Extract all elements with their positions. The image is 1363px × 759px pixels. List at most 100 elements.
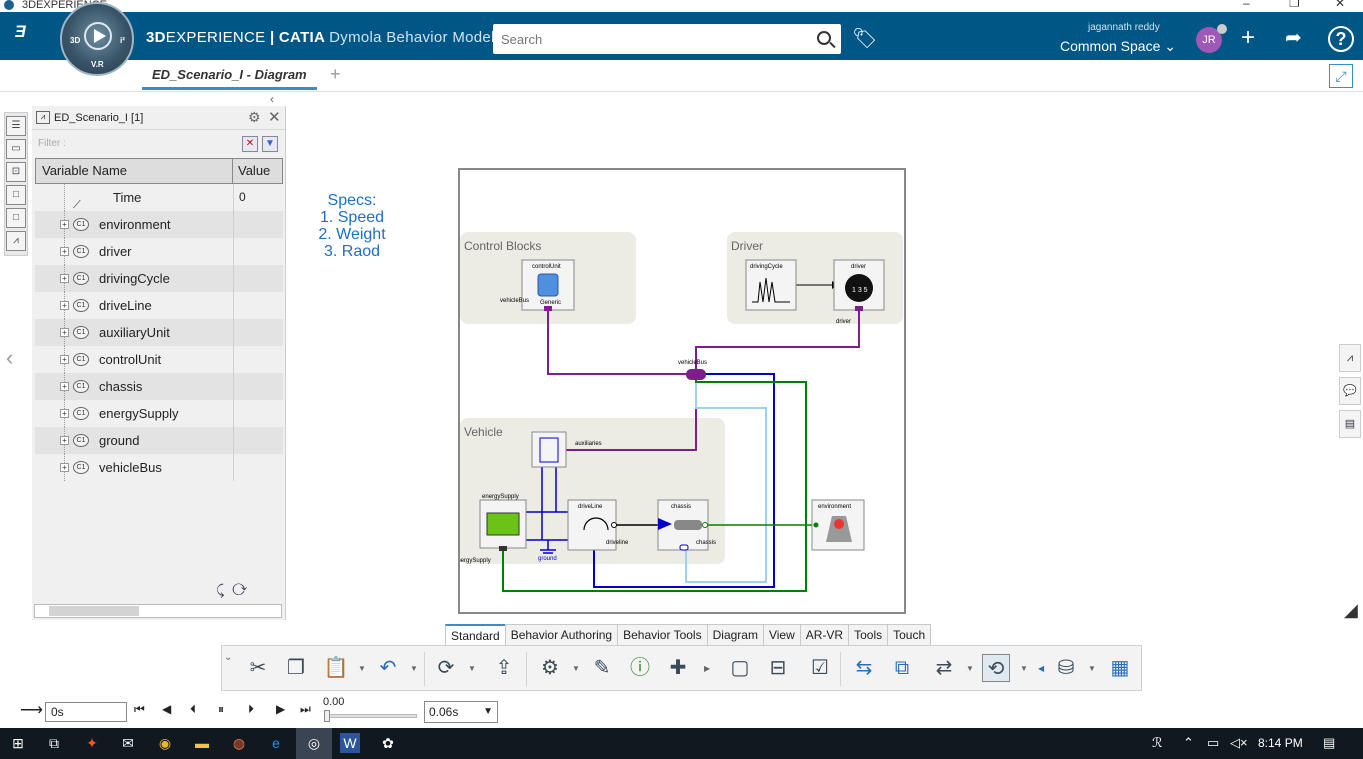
expand-icon[interactable]: +: [60, 436, 69, 445]
collapse-action-bar-icon[interactable]: ⌄: [224, 652, 233, 663]
align-icon[interactable]: ⧉: [894, 657, 910, 679]
people-icon[interactable]: ℛ: [1152, 735, 1163, 750]
diagram-canvas[interactable]: Control Blocks Driver Vehicle controlUni…: [458, 168, 906, 614]
chevron-down-icon[interactable]: ▼: [572, 664, 580, 673]
current-time-field[interactable]: 0s: [45, 702, 127, 722]
block-icon[interactable]: ⊟: [769, 657, 787, 679]
search-icon[interactable]: [817, 31, 831, 45]
info-icon[interactable]: ⓘ: [630, 657, 650, 679]
gear-icon[interactable]: ⚙: [248, 109, 261, 125]
folder-icon[interactable]: ▬: [195, 735, 209, 751]
firefox-icon[interactable]: ◍: [232, 735, 246, 751]
tab-view[interactable]: View: [762, 624, 801, 646]
paste-icon[interactable]: 📋: [323, 657, 349, 679]
collaborative-space-selector[interactable]: Common Space ⌄: [1060, 38, 1177, 54]
component-icon[interactable]: □: [6, 185, 26, 205]
filter-input[interactable]: [72, 134, 240, 152]
chevron-down-icon[interactable]: ▼: [966, 664, 974, 673]
chevron-down-icon[interactable]: ▼: [1020, 664, 1028, 673]
variables-icon[interactable]: ⊡: [6, 162, 26, 182]
mail-icon[interactable]: ✉: [122, 735, 134, 751]
network-icon[interactable]: ▭: [1207, 735, 1220, 750]
table-row-time[interactable]: ⟋Time 0: [35, 184, 283, 211]
step-size-select[interactable]: 0.06s▼: [424, 701, 498, 723]
layout-icon[interactable]: ⇆: [855, 657, 873, 679]
word-icon[interactable]: W: [340, 733, 360, 753]
filter-icon[interactable]: ▼: [262, 136, 278, 152]
column-header-value[interactable]: Value: [233, 158, 283, 184]
dassault-logo-icon[interactable]: ᴲ: [14, 22, 26, 49]
edit-icon[interactable]: ✎: [593, 657, 611, 679]
notifications-icon[interactable]: ▤: [1323, 735, 1336, 750]
chrome-icon[interactable]: ◉: [158, 735, 172, 751]
windows-start-icon[interactable]: ⊞: [12, 735, 24, 751]
plot-icon[interactable]: ⩘: [1339, 344, 1361, 372]
minimize-icon[interactable]: –: [1243, 0, 1250, 10]
play-reverse-icon[interactable]: ⏴: [190, 702, 197, 716]
time-probe-icon[interactable]: ⤹: [216, 582, 225, 598]
slider-knob[interactable]: [324, 710, 330, 722]
chevron-left-icon[interactable]: ◀: [1038, 664, 1045, 673]
chevron-down-icon[interactable]: ▼: [468, 664, 476, 673]
scrollbar-thumb[interactable]: [49, 606, 139, 616]
expand-icon[interactable]: +: [60, 301, 69, 310]
window-icon[interactable]: □: [6, 208, 26, 228]
expand-icon[interactable]: +: [60, 382, 69, 391]
edge-icon[interactable]: e: [272, 735, 280, 751]
tab-behavior-authoring[interactable]: Behavior Authoring: [504, 624, 619, 646]
expand-icon[interactable]: +: [60, 409, 69, 418]
tab-tools[interactable]: Tools: [848, 624, 889, 646]
copy-icon[interactable]: ❐: [287, 657, 305, 679]
step-back-icon[interactable]: ◀: [162, 702, 172, 716]
connector-icon[interactable]: ⚙: [541, 657, 559, 679]
tab-touch[interactable]: Touch: [887, 624, 932, 646]
update-icon[interactable]: ⟳: [437, 657, 455, 679]
tab-diagram[interactable]: ED_Scenario_I - Diagram: [142, 62, 317, 90]
replace-icon[interactable]: ⇄: [935, 657, 953, 679]
taskbar-clock[interactable]: 8:14 PM: [1258, 736, 1303, 750]
share-icon[interactable]: ⇪: [495, 657, 513, 679]
column-header-variable-name[interactable]: Variable Name: [35, 158, 233, 184]
help-icon[interactable]: ?: [1328, 26, 1354, 52]
paint-icon[interactable]: ✿: [382, 735, 394, 751]
expand-icon[interactable]: +: [60, 463, 69, 472]
chevron-down-icon[interactable]: ▼: [358, 664, 366, 673]
refresh-icon[interactable]: ⟳: [232, 582, 248, 598]
expand-icon[interactable]: +: [60, 328, 69, 337]
clear-filter-icon[interactable]: ✕: [242, 136, 258, 152]
undo-icon[interactable]: ↶: [379, 657, 397, 679]
chevron-left-icon[interactable]: ‹: [6, 345, 14, 370]
compass-icon[interactable]: 3D i² V.R: [60, 2, 134, 76]
close-window-icon[interactable]: ✕: [1335, 0, 1346, 10]
tab-ar-vr[interactable]: AR-VR: [799, 624, 850, 646]
skip-start-icon[interactable]: ⏮: [134, 702, 145, 716]
add-component-icon[interactable]: ✚: [669, 657, 687, 679]
chevron-up-icon[interactable]: ⌃: [1183, 735, 1194, 750]
search-box[interactable]: [493, 24, 841, 54]
tree-view-icon[interactable]: ☰: [6, 116, 26, 136]
task-view-icon[interactable]: ⧉: [49, 735, 59, 751]
chevron-down-icon[interactable]: ▼: [410, 664, 418, 673]
collapse-panel-icon[interactable]: ‹: [270, 92, 274, 106]
add-icon[interactable]: +: [1241, 24, 1256, 51]
tab-standard[interactable]: Standard: [445, 624, 506, 646]
plot-icon[interactable]: ⩘: [6, 231, 26, 251]
3dexperience-taskbar-icon[interactable]: ◎: [307, 735, 321, 751]
expand-icon[interactable]: +: [60, 274, 69, 283]
database-icon[interactable]: ⛁: [1057, 657, 1075, 679]
expand-icon[interactable]: +: [60, 220, 69, 229]
expand-icon[interactable]: +: [60, 247, 69, 256]
grid-icon[interactable]: ▦: [1110, 657, 1130, 679]
close-icon[interactable]: ✕: [268, 109, 281, 126]
add-tab-button[interactable]: +: [330, 64, 341, 84]
share-icon[interactable]: ➦: [1285, 27, 1302, 49]
chevron-right-icon[interactable]: ▶: [704, 664, 711, 673]
